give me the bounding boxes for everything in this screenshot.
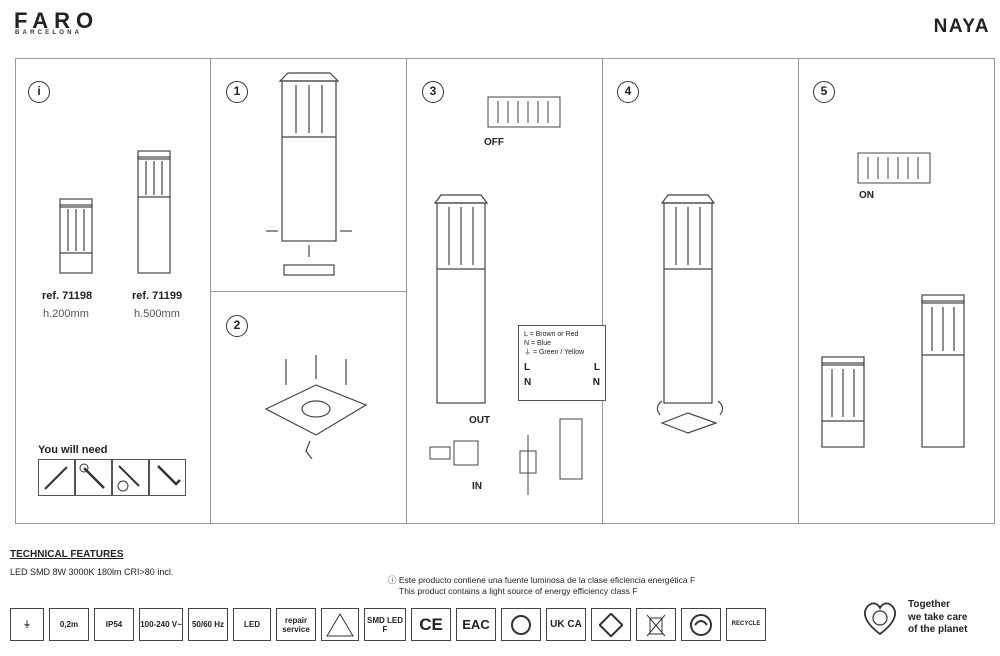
step-3: 3 xyxy=(422,81,444,103)
brand-subtitle: BARCELONA xyxy=(15,30,83,36)
step2-illustration xyxy=(264,355,368,459)
green-dot-icon xyxy=(681,608,721,641)
step-5: 5 xyxy=(813,81,835,103)
divider xyxy=(602,59,603,523)
step-info: i xyxy=(28,81,50,103)
step4-illustration xyxy=(656,194,724,434)
tech-features-title: TECHNICAL FEATURES xyxy=(10,549,124,560)
info-icon: ⓘ xyxy=(388,575,399,585)
stamp-badge xyxy=(591,608,631,641)
terminal-l-right: L xyxy=(593,362,600,373)
legend-neutral: N = Blue xyxy=(524,340,552,347)
class-i-icon: ⏚ xyxy=(10,608,44,641)
legend-earth: ⏚ = Green / Yellow xyxy=(524,349,585,356)
step-1: 1 xyxy=(226,81,248,103)
instruction-panels: i ref. 71198 h.200mm ref. 71199 h.500mm … xyxy=(15,58,995,524)
in-label: IN xyxy=(472,481,482,492)
divider xyxy=(210,291,406,292)
divider xyxy=(406,59,407,523)
energy-line-en: This product contains a light source of … xyxy=(399,586,638,596)
pencil-icon xyxy=(38,459,75,496)
tech-features-line: LED SMD 8W 3000K 180lm CRI>80 incl. xyxy=(10,567,174,577)
off-label: OFF xyxy=(484,137,504,148)
voltage-badge: 100-240 V~ xyxy=(139,608,183,641)
led-badge: LED xyxy=(233,608,271,641)
screwdriver-icon xyxy=(112,459,149,496)
eac-badge: EAC xyxy=(456,608,496,641)
ukca-badge: UK CA xyxy=(546,608,586,641)
terminal-l-left: L xyxy=(524,362,531,373)
step3-lamp xyxy=(433,194,489,404)
tools-row xyxy=(38,459,186,496)
product-name: NAYA xyxy=(933,16,990,37)
brand-logo: FARO xyxy=(14,8,100,33)
you-will-need-label: You will need xyxy=(38,444,108,456)
eco-line-3: of the planet xyxy=(908,624,968,636)
connector-block-icon xyxy=(429,440,479,466)
terminal-n-right: N xyxy=(592,377,600,388)
ce-badge: CE xyxy=(411,608,451,641)
wiring-legend: L = Brown or Red N = Blue ⏚ = Green / Ye… xyxy=(518,325,606,401)
ref-71198: ref. 71198 xyxy=(42,290,93,302)
energy-line-es: Este producto contiene una fuente lumino… xyxy=(398,575,696,585)
globe-heart-icon xyxy=(864,602,896,636)
divider xyxy=(798,59,799,523)
step-2: 2 xyxy=(226,315,248,337)
certification-badges: ⏚ 0,2m IP54 100-240 V~ 50/60 Hz LED repa… xyxy=(10,608,766,641)
distance-badge: 0,2m xyxy=(49,608,89,641)
breaker-panel-icon xyxy=(487,96,561,128)
frequency-badge: 50/60 Hz xyxy=(188,608,228,641)
step-4: 4 xyxy=(617,81,639,103)
recycle-badge xyxy=(501,608,541,641)
step1-illustration xyxy=(266,72,352,276)
energy-notice: ⓘ Este producto contiene una fuente lumi… xyxy=(388,575,695,597)
eco-line-1: Together xyxy=(908,599,951,611)
height-71199: h.500mm xyxy=(134,308,180,320)
ref-71199: ref. 71199 xyxy=(132,290,183,302)
breaker-panel-on-icon xyxy=(857,152,931,184)
recycle-box-icon: RECYCLE xyxy=(726,608,766,641)
on-label: ON xyxy=(859,190,874,201)
allen-key-icon xyxy=(149,459,186,496)
esd-icon xyxy=(321,608,359,641)
connector-mount-icon xyxy=(519,418,583,495)
repair-badge: repair service xyxy=(276,608,316,641)
height-71198: h.200mm xyxy=(43,308,89,320)
smd-led-badge: SMD LED F xyxy=(364,608,406,641)
lamp-illustration xyxy=(59,150,171,274)
out-label: OUT xyxy=(469,415,491,426)
terminal-n-left: N xyxy=(524,377,532,388)
legend-live: L = Brown or Red xyxy=(524,331,579,338)
wrench-icon xyxy=(75,459,112,496)
eco-message: Together we take care of the planet xyxy=(860,598,968,638)
eco-line-2: we take care xyxy=(908,611,968,623)
weee-icon xyxy=(636,608,676,641)
step5-lamps xyxy=(821,294,965,448)
ip-badge: IP54 xyxy=(94,608,134,641)
